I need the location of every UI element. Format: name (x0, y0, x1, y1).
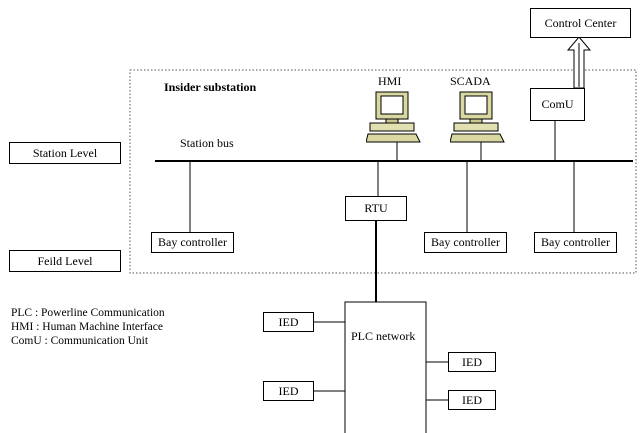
ied-3-label: IED (278, 383, 299, 398)
hmi-computer-icon (366, 91, 421, 143)
legend-item-plc: PLC : Powerline Communication (11, 307, 165, 319)
ied-2-label: IED (462, 354, 482, 369)
bay-controller-2-label: Bay controller (431, 235, 500, 249)
comu-box: ComU (530, 88, 585, 121)
station-level-label: Station Level (32, 145, 98, 160)
ied-4: IED (448, 390, 496, 410)
substation-title: Insider substation (164, 80, 257, 94)
bay-controller-3-label: Bay controller (541, 235, 610, 249)
bay-controller-3: Bay controller (534, 232, 617, 253)
bay-controller-1: Bay controller (151, 232, 234, 253)
field-level-box: Feild Level (9, 250, 121, 272)
station-bus-label: Station bus (180, 136, 234, 150)
legend-item-hmi: HMI : Human Machine Interface (11, 321, 163, 333)
hmi-label: HMI (378, 74, 402, 88)
scada-label: SCADA (450, 74, 491, 88)
rtu-label: RTU (364, 201, 388, 215)
bay-controller-2: Bay controller (424, 232, 507, 253)
field-level-label: Feild Level (37, 253, 93, 268)
rtu-box: RTU (345, 196, 407, 221)
bay-controller-1-label: Bay controller (158, 235, 227, 249)
ied-4-label: IED (462, 392, 482, 407)
ied-1: IED (263, 312, 314, 332)
station-level-box: Station Level (9, 142, 121, 164)
scada-computer-icon (450, 91, 505, 143)
ied-1-label: IED (278, 314, 299, 329)
control-center-label: Control Center (544, 15, 617, 30)
comu-label: ComU (541, 97, 574, 111)
ied-3: IED (263, 381, 314, 401)
plc-network-outline (344, 301, 427, 433)
control-center-box: Control Center (530, 8, 631, 38)
ied-2: IED (448, 352, 496, 372)
legend-item-comu: ComU : Communication Unit (11, 335, 149, 347)
plc-network-label: PLC network (351, 329, 416, 343)
substation-boundary (129, 69, 637, 274)
